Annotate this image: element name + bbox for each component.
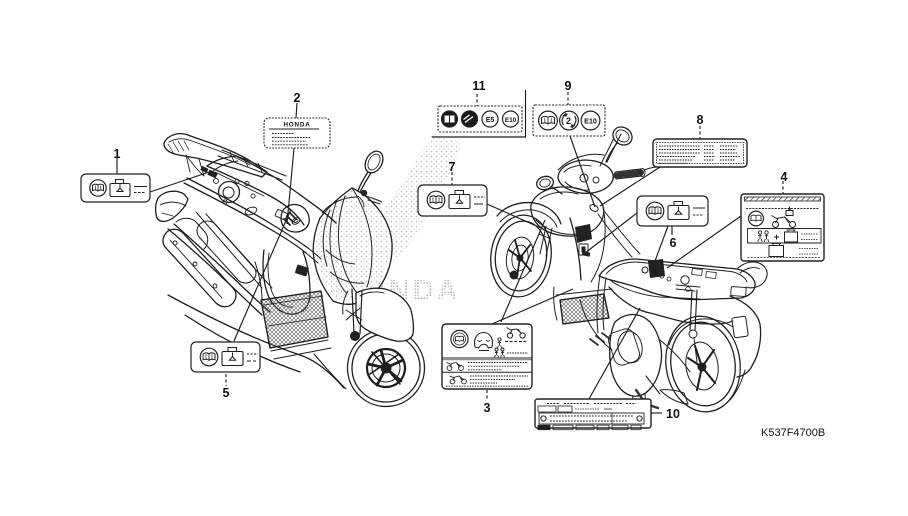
- svg-text:3: 3: [484, 401, 491, 415]
- svg-text:6: 6: [670, 236, 677, 250]
- svg-text:5: 5: [223, 386, 230, 400]
- svg-text:8: 8: [697, 113, 704, 127]
- svg-text:E5: E5: [486, 117, 495, 124]
- svg-text:1: 1: [114, 147, 121, 161]
- svg-text:2: 2: [294, 91, 301, 105]
- svg-text:9: 9: [565, 79, 572, 93]
- svg-text:E10: E10: [505, 117, 517, 124]
- svg-text:HONDA: HONDA: [283, 122, 310, 129]
- svg-text:+: +: [774, 232, 779, 242]
- svg-text:7: 7: [449, 160, 456, 174]
- svg-text:11: 11: [472, 79, 485, 93]
- svg-text:4: 4: [781, 170, 788, 184]
- svg-text:2: 2: [566, 116, 571, 126]
- svg-text:K537F4700B: K537F4700B: [761, 427, 825, 439]
- svg-text:10: 10: [666, 407, 680, 421]
- svg-text:E10: E10: [584, 117, 597, 126]
